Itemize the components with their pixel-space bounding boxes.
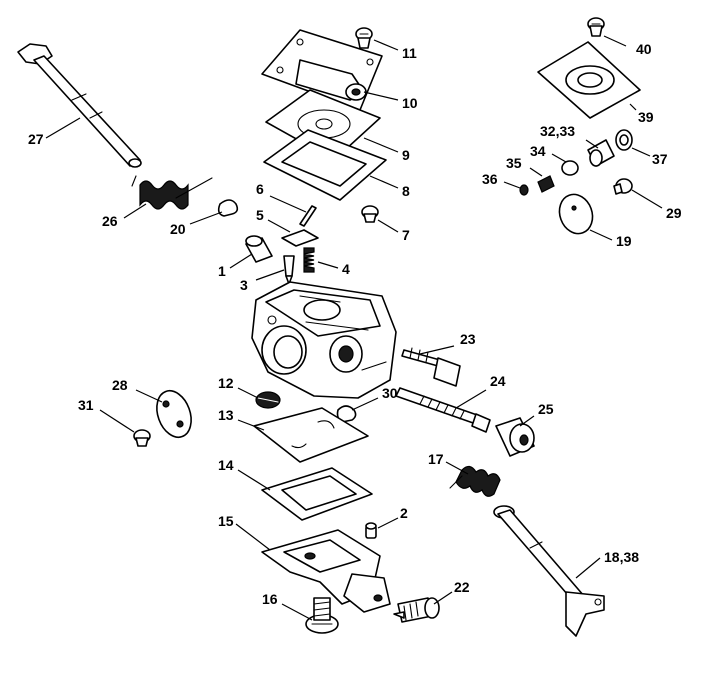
part-screw-22: [393, 597, 440, 623]
callout-17: 17: [428, 451, 444, 467]
callout-6: 6: [256, 181, 264, 197]
part-screw-31: [133, 429, 151, 447]
callout-22: 22: [454, 579, 470, 595]
part-diaphragm-13: [253, 407, 369, 463]
part-strainer-12: [255, 391, 281, 409]
callout-32-33: 32,33: [540, 123, 575, 139]
callout-9: 9: [402, 147, 410, 163]
callout-25: 25: [538, 401, 554, 417]
callout-34: 34: [530, 143, 546, 159]
part-plug-2: [365, 522, 377, 539]
callout-29: 29: [666, 205, 682, 221]
callout-39: 39: [638, 109, 654, 125]
callout-11: 11: [402, 45, 417, 61]
callout-18-38: 18,38: [604, 549, 639, 565]
part-bushing-37: [615, 129, 633, 151]
part-disc-28: [156, 389, 192, 439]
callout-5: 5: [256, 207, 264, 223]
part-spring-35: [537, 175, 555, 193]
part-needle-screw-24: [395, 387, 491, 433]
callout-20: 20: [170, 221, 186, 237]
callout-7: 7: [402, 227, 410, 243]
part-clip-20: [217, 199, 239, 217]
part-choke-shaft: [493, 505, 605, 637]
callout-3: 3: [240, 277, 248, 293]
part-disc-19: [558, 193, 594, 235]
callout-14: 14: [218, 457, 234, 473]
callout-31: 31: [78, 397, 94, 413]
part-plug-1: [245, 235, 273, 263]
callout-labels: 11 10 9 8 7 6 5 4 3 1 27 26 20 23 24 25 …: [28, 41, 682, 607]
callout-24: 24: [490, 373, 506, 389]
part-sleeve-32-33: [587, 139, 615, 167]
part-carburetor-body: [251, 281, 397, 399]
leader-lines: [45, 35, 663, 621]
callout-15: 15: [218, 513, 234, 529]
part-limiter-cap-25: [495, 417, 535, 457]
part-washer-36: [519, 184, 529, 196]
callout-30: 30: [382, 385, 398, 401]
callout-4: 4: [342, 261, 350, 277]
part-ring-34: [561, 160, 579, 176]
part-throttle-shaft: [17, 43, 142, 168]
part-inlet-needle-3: [283, 255, 295, 285]
callout-2: 2: [400, 505, 408, 521]
part-screw-16: [305, 597, 339, 634]
part-gasket-8: [263, 129, 387, 201]
callout-28: 28: [112, 377, 128, 393]
callout-36: 36: [482, 171, 498, 187]
part-pin-6: [299, 205, 317, 227]
callout-26: 26: [102, 213, 118, 229]
part-spring-26: [131, 175, 213, 210]
callout-35: 35: [506, 155, 522, 171]
part-spring-4: [303, 247, 315, 273]
callout-16: 16: [262, 591, 278, 607]
callout-19: 19: [616, 233, 632, 249]
callout-23: 23: [460, 331, 476, 347]
part-screw-11: [355, 27, 373, 49]
callout-27: 27: [28, 131, 44, 147]
part-needle-screw-23: [401, 347, 461, 387]
part-gasket-14: [261, 467, 373, 521]
part-screw-29: [613, 178, 633, 195]
callout-10: 10: [402, 95, 418, 111]
part-inlet-lever-5: [281, 229, 319, 247]
part-screw-7: [361, 205, 379, 223]
part-screw-40: [587, 17, 605, 37]
callout-12: 12: [218, 375, 234, 391]
part-cover-39: [537, 41, 641, 119]
callout-13: 13: [218, 407, 234, 423]
callout-40: 40: [636, 41, 652, 57]
callout-1: 1: [218, 263, 226, 279]
part-end-cover-15: [261, 529, 391, 613]
callout-8: 8: [402, 183, 410, 199]
callout-37: 37: [652, 151, 668, 167]
